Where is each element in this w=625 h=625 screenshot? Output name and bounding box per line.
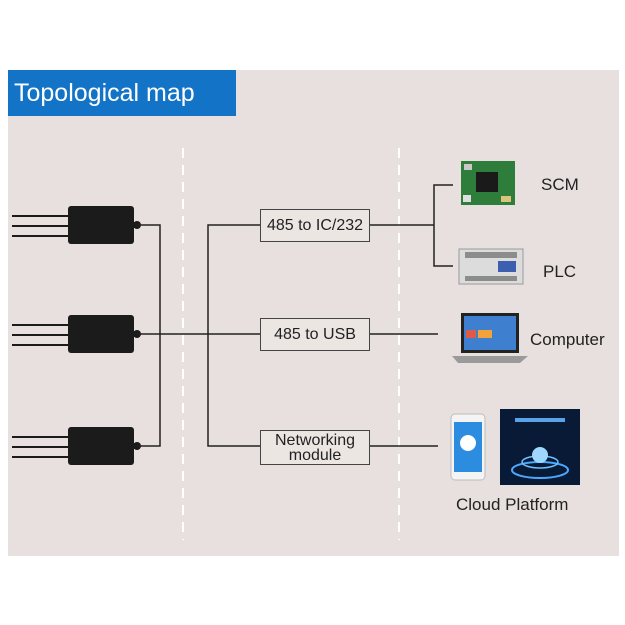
plc-image [458,248,524,285]
cloud-platform-image [500,409,580,485]
computer-image [452,313,528,363]
computer-label: Computer [530,330,605,349]
plc-label: PLC [543,262,577,281]
soil-sensor-3 [12,427,141,465]
converter-485-to-ic232: 485 to IC/232 [260,209,370,242]
page-title: Topological map [8,70,236,116]
soil-sensor-1 [12,206,141,244]
phone-image [450,413,486,481]
scm-board-image [461,161,515,205]
device-links [370,184,453,447]
sensor-bus [137,224,260,447]
scm-label: SCM [541,175,579,194]
converter-label: 485 to IC/232 [266,217,364,234]
converter-label: Networking module [274,432,356,464]
converter-label: 485 to USB [274,326,356,343]
soil-sensor-2 [12,315,141,353]
cloud-platform-label: Cloud Platform [456,495,569,514]
converter-485-to-usb: 485 to USB [260,318,370,351]
converter-networking-module: Networking module [260,430,370,465]
